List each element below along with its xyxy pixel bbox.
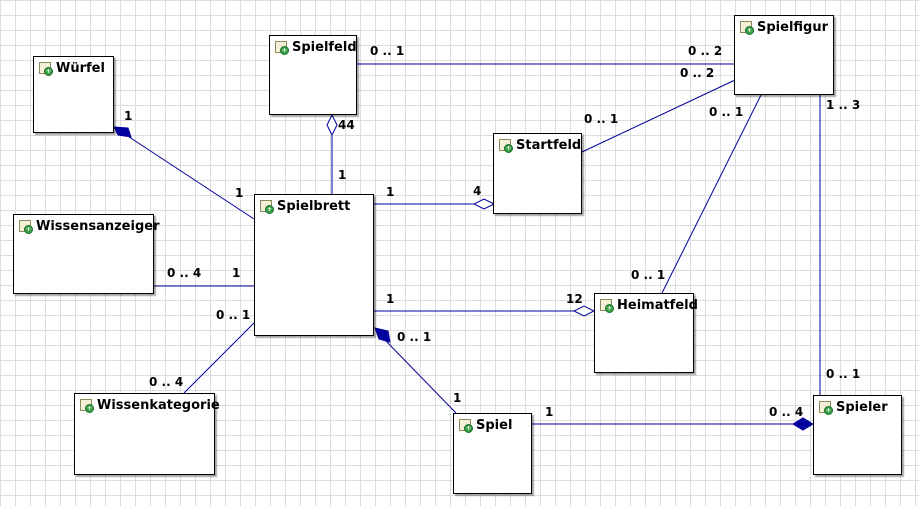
class-name-heimatfeld: Heimatfeld <box>617 298 698 313</box>
edge-heimatfeld-spielfigur[interactable] <box>661 94 762 294</box>
multiplicity-label: 1 <box>386 185 395 199</box>
multiplicity-label: 1 <box>386 292 395 306</box>
class-icon: + <box>600 299 614 313</box>
multiplicity-label: 0 .. 1 <box>709 105 744 119</box>
aggregation-diamond-spielfeld <box>326 113 338 137</box>
edge-spielbrett-spiel[interactable] <box>385 340 457 414</box>
class-icon: + <box>80 399 94 413</box>
composition-diamond-spieler <box>792 417 814 431</box>
aggregation-diamond-startfeld <box>472 198 496 210</box>
multiplicity-label: 0 .. 4 <box>149 375 184 389</box>
class-icon: + <box>740 21 754 35</box>
class-name-spielbrett: Spielbrett <box>277 199 351 214</box>
multiplicity-label: 1 <box>235 186 244 200</box>
class-name-startfeld: Startfeld <box>516 138 582 153</box>
class-spielbrett[interactable]: +Spielbrett <box>254 194 374 336</box>
multiplicity-label: 0 .. 4 <box>769 405 804 419</box>
edge-wuerfel-spielbrett[interactable] <box>113 126 255 220</box>
multiplicity-label: 4 <box>473 184 482 198</box>
class-icon: + <box>459 419 473 433</box>
class-name-spielfeld: Spielfeld <box>292 40 357 55</box>
class-wissensanzeiger[interactable]: +Wissensanzeiger <box>13 214 159 294</box>
class-name-spiel: Spiel <box>476 418 513 433</box>
multiplicity-label: 0 .. 4 <box>167 266 202 280</box>
class-heimatfeld[interactable]: +Heimatfeld <box>594 293 698 373</box>
class-spielfigur[interactable]: +Spielfigur <box>734 15 834 95</box>
multiplicity-label: 0 .. 1 <box>826 367 861 381</box>
composition-diamond-spielbrett-spiel <box>374 327 391 343</box>
multiplicity-label: 0 .. 2 <box>688 44 723 58</box>
class-name-spieler: Spieler <box>836 400 888 415</box>
class-startfeld[interactable]: +Startfeld <box>493 133 582 214</box>
multiplicity-label: 0 .. 1 <box>370 44 405 58</box>
multiplicity-label: 1 <box>545 405 554 419</box>
class-spieler[interactable]: +Spieler <box>813 395 902 475</box>
multiplicity-label: 0 .. 1 <box>584 112 619 126</box>
multiplicity-label: 1 <box>124 109 133 123</box>
class-icon: + <box>260 200 274 214</box>
class-icon: + <box>819 401 833 415</box>
multiplicity-label: 0 .. 1 <box>216 308 251 322</box>
multiplicity-label: 0 .. 2 <box>680 66 715 80</box>
multiplicity-label: 44 <box>338 118 355 132</box>
class-spiel[interactable]: +Spiel <box>453 413 532 494</box>
class-name-wuerfel: Würfel <box>56 61 105 76</box>
multiplicity-label: 1 .. 3 <box>826 98 861 112</box>
class-name-spielfigur: Spielfigur <box>757 20 829 35</box>
class-icon: + <box>19 220 33 234</box>
class-name-wissensanzeiger: Wissensanzeiger <box>36 219 160 234</box>
class-icon: + <box>275 41 289 55</box>
edge-wissenkategorie-spielbrett[interactable] <box>183 322 255 394</box>
multiplicity-label: 0 .. 1 <box>631 268 666 282</box>
class-spielfeld[interactable]: +Spielfeld <box>269 35 357 115</box>
class-icon: + <box>499 139 513 153</box>
multiplicity-label: 1 <box>453 391 462 405</box>
edge-startfeld-spielfigur[interactable] <box>581 79 736 153</box>
multiplicity-label: 1 <box>338 168 347 182</box>
class-wuerfel[interactable]: +Würfel <box>33 56 114 133</box>
aggregation-diamond-heimatfeld <box>572 305 596 317</box>
multiplicity-label: 0 .. 1 <box>397 330 432 344</box>
class-wissenkategorie[interactable]: +Wissenkategorie <box>74 393 220 475</box>
class-name-wissenkategorie: Wissenkategorie <box>97 398 220 413</box>
class-icon: + <box>39 62 53 76</box>
multiplicity-label: 12 <box>566 292 583 306</box>
multiplicity-label: 1 <box>232 266 241 280</box>
composition-diamond-wuerfel <box>113 126 132 138</box>
